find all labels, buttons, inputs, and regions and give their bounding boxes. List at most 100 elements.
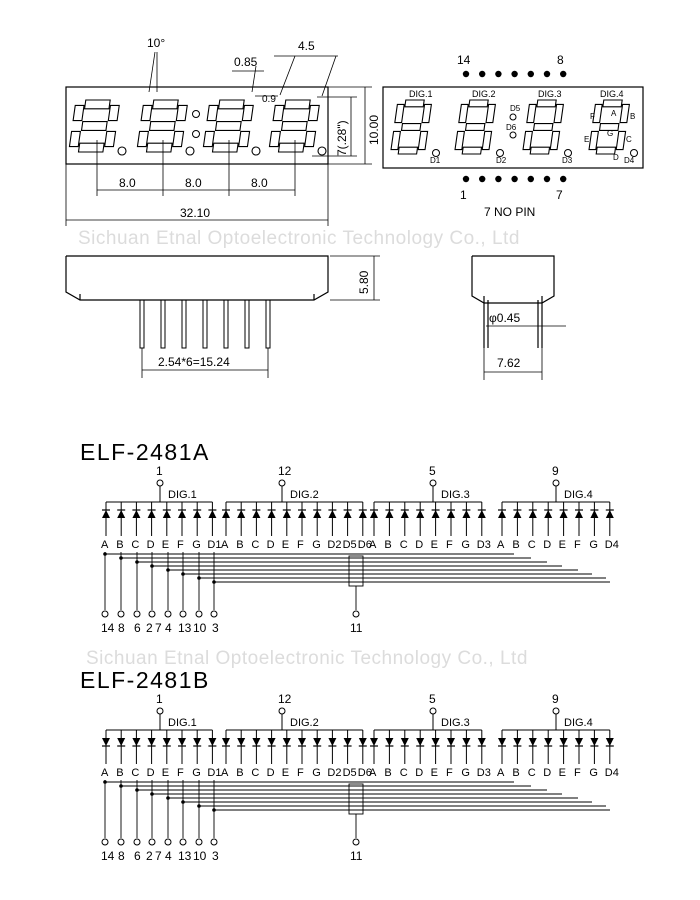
pin-colon-dot [509,113,517,121]
segment-pin-number: 4 [165,849,172,863]
segment-label: F [297,767,304,779]
segment-label: C [131,767,139,779]
led-diode [313,510,322,518]
segment-label: G [192,539,201,551]
led-diode [605,738,614,746]
led-diode [222,738,230,746]
segment-label: B [512,539,519,551]
digit-pin-terminal [156,479,164,487]
digit-label: DIG.2 [472,89,496,99]
colon-dot [192,110,200,118]
led-diode [431,738,440,746]
led-diode [358,738,367,746]
segment-label: A [369,539,377,551]
segment-label: E [431,767,438,779]
dim-pin-diameter: φ0.45 [489,311,520,325]
segment-pin-terminal [101,838,109,846]
segment-label: G [461,767,470,779]
segment-label: E [162,539,169,551]
segment-label: F [177,539,184,551]
dot-label: D4 [624,156,635,165]
pin-dot-top [511,70,518,78]
pin-dot-top [560,70,567,78]
pin-dot-top [543,70,551,78]
segment-pin-terminal [148,838,156,846]
junction-dot [181,800,185,804]
junction-dot [166,568,170,572]
segment-pin-terminal [133,610,141,618]
led-diode [222,510,230,518]
segment-label: G [312,539,321,551]
led-diode [298,738,306,746]
circuit-b-title: ELF-2481B [80,667,210,693]
segment-label: D2 [327,767,341,779]
pin-digit-3 [522,99,565,155]
junction-dot [135,560,139,564]
led-diode [605,510,614,518]
led-diode [193,738,202,746]
led-diode [513,510,522,518]
digit-label: DIG.4 [600,89,624,99]
side-pin [160,299,166,349]
segment-label: F [574,539,581,551]
segment-label: A [497,767,505,779]
junction-dot [197,576,201,580]
front-digit-2 [136,99,188,153]
pin-layout-outline [382,86,644,169]
led-diode [431,510,440,518]
led-diode [447,738,455,746]
pin-dot-top [479,70,486,78]
segment-letter: A [611,109,617,118]
led-diode [282,738,291,746]
led-diode [162,510,171,518]
pin-dot-bottom [560,175,567,183]
pin-dot-bottom [511,175,518,183]
led-diode [193,510,202,518]
pin-note: 7 NO PIN [484,205,535,219]
led-diode [208,510,217,518]
led-diode [282,510,291,518]
led-diode [416,510,425,518]
pin-label-bottom-right: 7 [556,188,563,202]
circuit-a-title: ELF-2481A [80,439,210,465]
digit-pin-terminal [552,707,560,715]
front-dimensions [65,51,372,226]
digit-label: DIG.3 [538,89,562,99]
end-view [471,255,555,348]
pin-label-top-left: 14 [457,53,471,67]
led-diode [178,510,186,518]
led-diode [385,738,394,746]
digit-pin-terminal [429,707,437,715]
led-diode [162,738,171,746]
segment-pin-number: 2 [146,621,153,635]
side-dimensions [141,255,380,378]
segment-label: E [282,539,289,551]
segment-label: C [131,539,139,551]
led-diode [313,738,322,746]
segment-letter: G [607,129,613,138]
dot-label: D6 [506,123,517,132]
segment-pin-terminal [210,610,218,618]
colon-link [348,555,364,587]
colon-pin-number: 11 [350,621,363,635]
segment-pin-number: 8 [118,621,125,635]
digit-pin-terminal [552,479,560,487]
pin-dot-bottom [479,175,486,183]
dot-label: D5 [510,104,521,113]
digit-pin-terminal [156,707,164,715]
led-diode [237,510,246,518]
segment-label: A [497,539,505,551]
segment-label: G [589,539,598,551]
watermark-1: Sichuan Etnal Optoelectronic Technology … [78,228,520,249]
pin-layout-view [382,86,644,169]
segment-label: D6 [358,767,372,779]
segment-label: F [177,767,184,779]
front-dp-dot [117,146,127,156]
segment-pin-number: 6 [134,621,141,635]
led-diode [498,738,506,746]
segment-label: F [574,767,581,779]
digit-name: DIG.3 [441,717,470,729]
segment-letter: D [613,153,619,162]
segment-pin-number: 3 [212,849,219,863]
